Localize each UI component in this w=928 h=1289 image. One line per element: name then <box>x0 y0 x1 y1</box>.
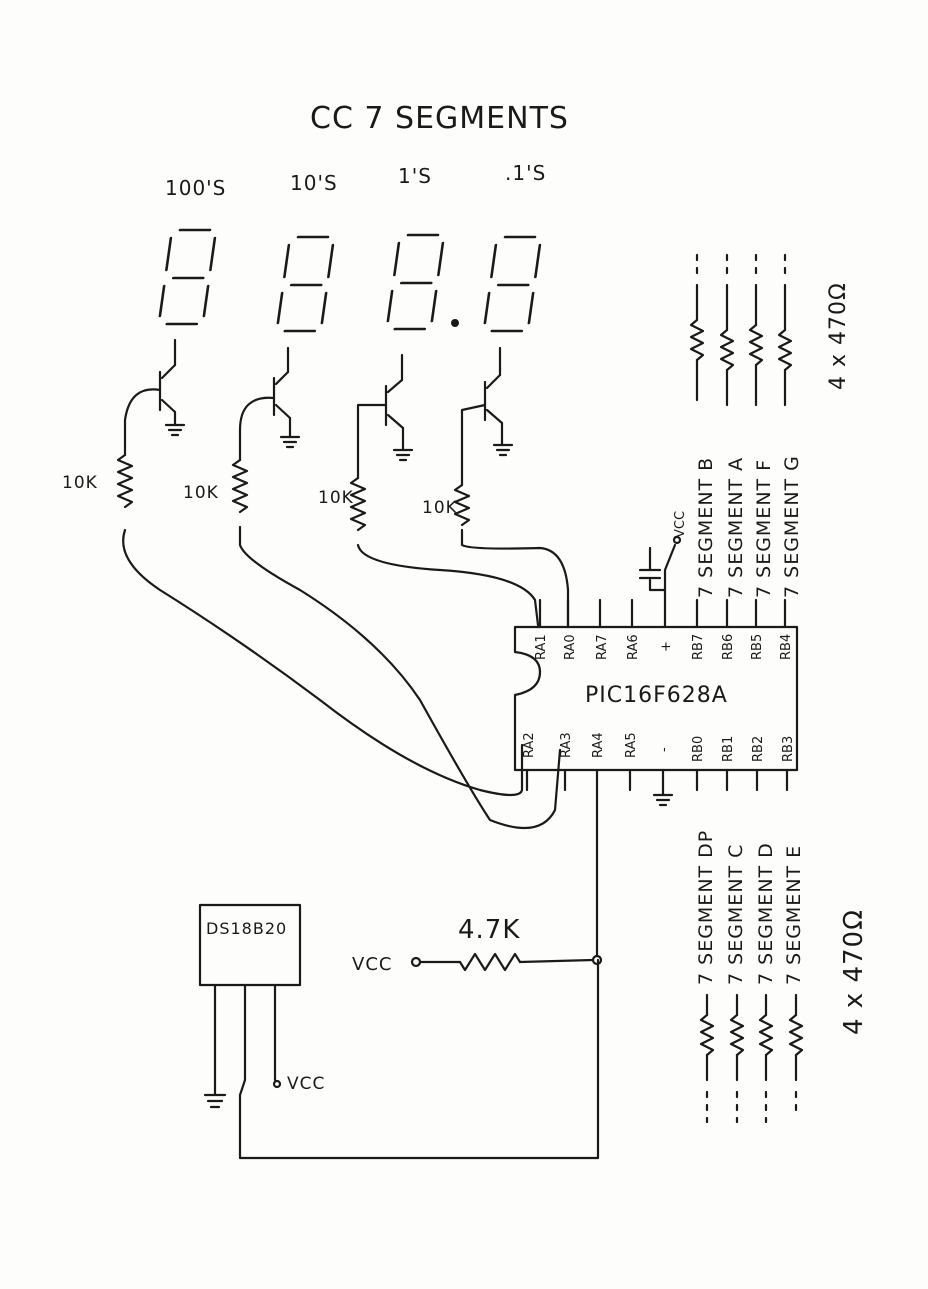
base-wire-hundreds <box>116 388 524 797</box>
pullup-vcc-label: VCC <box>352 954 392 975</box>
chip-ground-symbol <box>652 793 674 807</box>
pullup-value-label: 4.7K <box>458 915 520 945</box>
pin-label-ra0: RA0 <box>563 634 578 660</box>
digit-label-tenths: .1'S <box>505 161 546 185</box>
chip-top-pin-labels: RA1 RA0 RA7 RA6 + RB7 RB6 RB5 RB4 <box>534 634 794 660</box>
segment-label-a: 7 SEGMENT A <box>725 457 747 598</box>
sensor-name: DS18B20 <box>206 919 287 938</box>
base-resistor-label-tens: 10K <box>183 483 219 503</box>
base-wire-tens <box>231 396 562 830</box>
base-wire-tenths <box>453 403 570 627</box>
base-resistor-label-ones: 10K <box>318 488 354 508</box>
top-segment-labels: 7 SEGMENT B 7 SEGMENT A 7 SEGMENT F 7 SE… <box>695 455 803 598</box>
pin-label-rb7: RB7 <box>691 634 706 660</box>
chip-name: PIC16F628A <box>585 683 728 708</box>
pin-label-rb6: RB6 <box>721 634 736 660</box>
transistor-tens <box>272 346 301 449</box>
transistor-hundreds <box>158 338 186 437</box>
pin-label-rb2: RB2 <box>751 736 766 762</box>
seven-segment-digit-ones <box>386 233 445 331</box>
bottom-resistor-note: 4 x 470Ω <box>839 909 869 1035</box>
decoupling-capacitor <box>638 535 682 592</box>
chip-bottom-pin-labels: RA2 RA3 RA4 RA5 - RB0 RB1 RB2 RB3 <box>522 732 796 762</box>
base-resistor-label-hundreds: 10K <box>62 473 98 493</box>
pin-label-ra2: RA2 <box>522 732 537 758</box>
pic-chip <box>513 625 799 772</box>
seven-segment-digit-hundreds <box>158 228 217 326</box>
seven-segment-digit-tenths <box>483 235 542 333</box>
chip-top-pin-stubs <box>538 588 787 629</box>
pin-label-rb3: RB3 <box>781 736 796 762</box>
top-resistor-note: 4 x 470Ω <box>826 282 851 390</box>
sensor-vcc-label: VCC <box>287 1074 325 1094</box>
pin-label-ra5: RA5 <box>624 732 639 758</box>
diagram-title: CC 7 SEGMENTS <box>310 101 569 136</box>
pin-label-rb5: RB5 <box>750 634 765 660</box>
transistor-ones <box>384 353 414 462</box>
segment-label-e: 7 SEGMENT E <box>783 845 805 985</box>
base-wire-ones <box>349 403 540 627</box>
segment-label-b: 7 SEGMENT B <box>695 457 717 598</box>
chip-vcc-label: VCC <box>673 511 688 538</box>
transistor-tenths <box>483 346 514 457</box>
pin-label-ra1: RA1 <box>534 634 549 660</box>
pin-label-ra3: RA3 <box>559 732 574 758</box>
segment-label-c: 7 SEGMENT C <box>725 844 747 985</box>
digit-label-tens: 10'S <box>290 171 338 195</box>
seven-segment-digit-tens <box>276 235 335 333</box>
pin-label-rb4: RB4 <box>779 634 794 660</box>
pin-label-rb1: RB1 <box>721 736 736 762</box>
segment-label-f: 7 SEGMENT F <box>753 459 775 598</box>
pin-label-ra7: RA7 <box>595 634 610 660</box>
ds18b20-sensor <box>198 903 600 1160</box>
pin-label-plus: + <box>659 641 674 652</box>
pin-label-rb0: RB0 <box>691 736 706 762</box>
chip-bottom-pin-stubs <box>525 768 789 802</box>
bottom-resistor-bank <box>699 993 804 1124</box>
decimal-point <box>451 319 459 327</box>
segment-label-g: 7 SEGMENT G <box>781 455 803 598</box>
top-resistor-bank <box>689 253 793 407</box>
pin-label-minus: - <box>657 747 672 752</box>
segment-label-d: 7 SEGMENT D <box>755 842 777 985</box>
digit-label-ones: 1'S <box>398 164 432 188</box>
pullup-resistor <box>410 798 603 972</box>
digit-label-hundreds: 100'S <box>165 176 226 200</box>
pin-label-ra4: RA4 <box>591 732 606 758</box>
pin-label-ra6: RA6 <box>626 634 641 660</box>
segment-label-dp: 7 SEGMENT DP <box>695 830 717 985</box>
bottom-segment-labels: 7 SEGMENT DP 7 SEGMENT C 7 SEGMENT D 7 S… <box>695 830 805 985</box>
base-resistor-label-tenths: 10K <box>422 498 458 518</box>
